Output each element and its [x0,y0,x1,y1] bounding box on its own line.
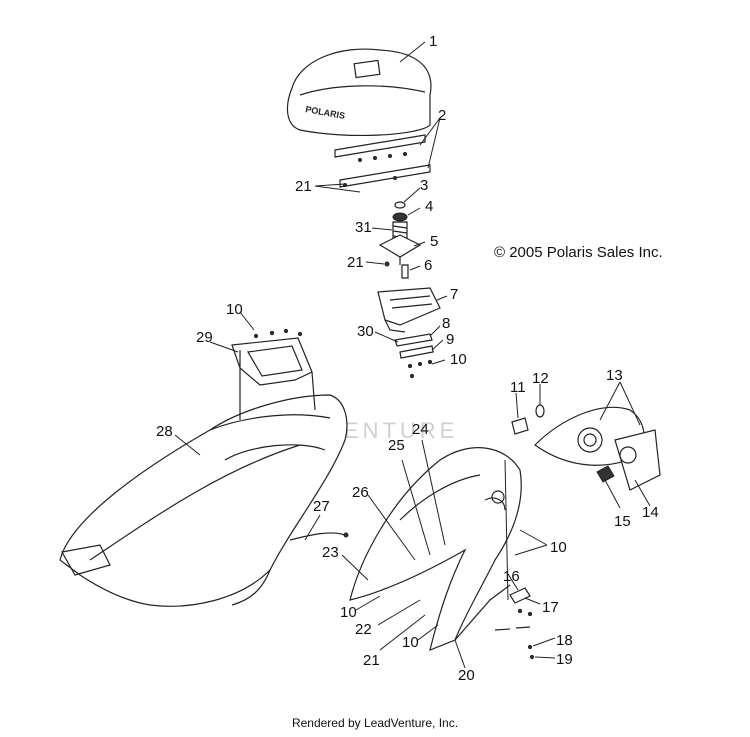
small-hardware-part [494,587,535,660]
callout-10e: 10 [402,634,419,651]
callout-7: 7 [450,286,458,303]
mounting-strips-part [334,134,431,188]
callout-13: 13 [606,367,623,384]
callout-2: 2 [438,107,446,124]
bracket-plate-part [377,287,441,333]
callout-14: 14 [642,504,659,521]
callout-16: 16 [503,568,520,585]
callout-6: 6 [424,257,432,274]
seat-cover-part: POLARIS [286,48,432,137]
storage-frame-part [231,328,313,386]
callout-labels: 1 2 21 3 4 31 5 21 6 7 10 29 30 8 9 10 1… [156,33,659,684]
callout-11: 11 [510,379,526,396]
copyright-text: © 2005 Polaris Sales Inc. [494,244,663,261]
spring-assembly-part [378,201,422,279]
taillight-part [534,406,661,491]
callout-27: 27 [313,498,330,515]
callout-18: 18 [556,632,573,649]
callout-9: 9 [446,331,454,348]
callout-10c: 10 [550,539,567,556]
callout-10d: 10 [340,604,357,621]
callout-5: 5 [430,233,438,250]
hinge-hardware-part [394,333,434,379]
callout-17: 17 [542,599,559,616]
callout-21: 21 [295,178,312,195]
callout-3: 3 [420,177,428,194]
callout-28: 28 [156,423,173,440]
callout-31: 31 [355,219,372,236]
callout-26: 26 [352,484,369,501]
callout-22: 22 [355,621,372,638]
callout-10: 10 [226,301,243,318]
bulb-socket-part [511,404,545,435]
leader-lines [174,41,651,669]
rear-cowl-part [349,447,522,651]
callout-24: 24 [412,421,429,438]
callout-8: 8 [442,315,450,332]
seat-part [59,350,348,607]
footer-credit: Rendered by LeadVenture, Inc. [291,716,459,730]
callout-21c: 21 [363,652,380,669]
cable-part [289,532,349,541]
callout-4: 4 [425,198,433,215]
callout-10b: 10 [450,351,467,368]
callout-1: 1 [429,33,437,50]
callout-21b: 21 [347,254,364,271]
callout-19: 19 [556,651,573,668]
callout-12: 12 [532,370,549,387]
callout-29: 29 [196,329,213,346]
callout-15: 15 [614,513,631,530]
callout-25: 25 [388,437,405,454]
callout-30: 30 [357,323,374,340]
callout-23: 23 [322,544,339,561]
callout-20: 20 [458,667,475,684]
